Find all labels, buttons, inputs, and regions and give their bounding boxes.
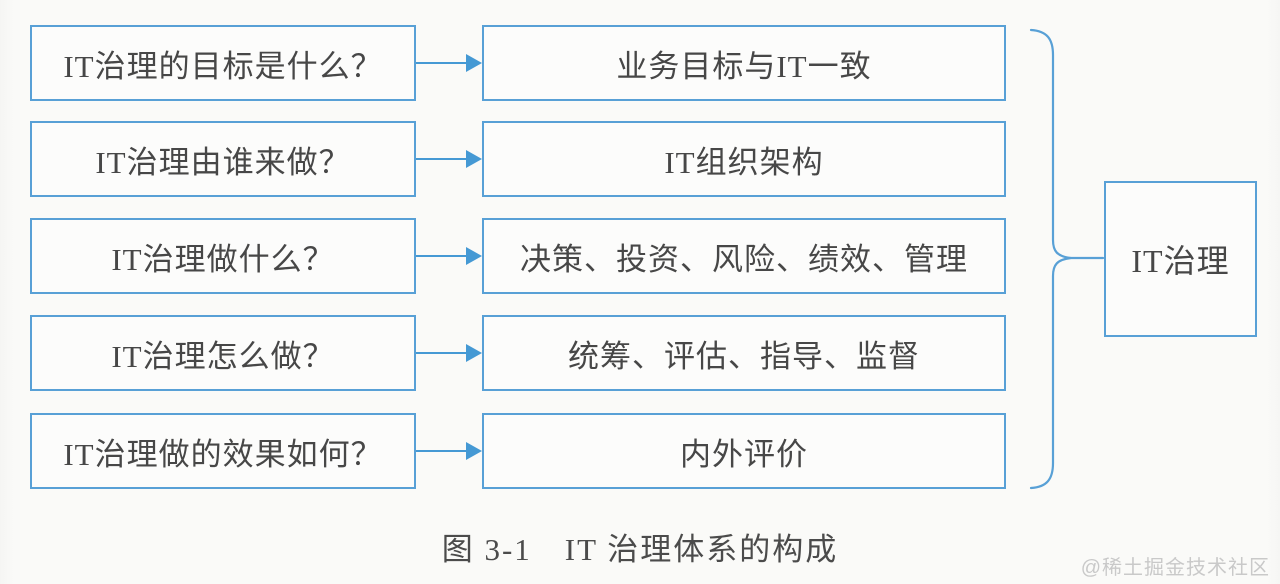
question-label: IT治理由谁来做？ [95, 144, 351, 180]
arrow-head-icon [466, 247, 482, 265]
question-label: IT治理的目标是什么？ [63, 48, 383, 84]
answer-label: 决策、投资、风险、绩效、管理 [520, 241, 968, 277]
question-box-what: IT治理做什么？ [30, 218, 416, 294]
question-box-goal: IT治理的目标是什么？ [30, 25, 416, 101]
arrow-head-icon [466, 150, 482, 168]
answer-box-goal: 业务目标与IT一致 [482, 25, 1006, 101]
answer-box-how: 统筹、评估、指导、监督 [482, 315, 1006, 391]
flow-arrow [416, 442, 482, 460]
answer-box-who: IT组织架构 [482, 121, 1006, 197]
answer-label: 内外评价 [680, 436, 808, 472]
answer-box-effect: 内外评价 [482, 413, 1006, 489]
arrow-shaft [416, 61, 469, 65]
answer-label: 统筹、评估、指导、监督 [568, 338, 920, 374]
arrow-head-icon [466, 442, 482, 460]
flow-arrow [416, 344, 482, 362]
question-box-who: IT治理由谁来做？ [30, 121, 416, 197]
arrow-head-icon [466, 344, 482, 362]
question-label: IT治理做什么？ [111, 241, 335, 277]
arrow-shaft [416, 157, 469, 161]
arrow-shaft [416, 449, 469, 453]
question-label: IT治理做的效果如何？ [63, 436, 383, 472]
flow-arrow [416, 150, 482, 168]
result-box-it-governance: IT治理 [1104, 181, 1257, 337]
figure-caption: 图 3-1 IT 治理体系的构成 [441, 532, 839, 567]
question-box-how: IT治理怎么做？ [30, 315, 416, 391]
answer-label: 业务目标与IT一致 [616, 48, 872, 84]
arrow-shaft [416, 254, 469, 258]
answer-label: IT组织架构 [664, 144, 824, 180]
flow-arrow [416, 54, 482, 72]
question-label: IT治理怎么做？ [111, 338, 335, 374]
answer-box-what: 决策、投资、风险、绩效、管理 [482, 218, 1006, 294]
flow-arrow [416, 247, 482, 265]
result-label: IT治理 [1131, 243, 1230, 279]
watermark: @稀土掘金技术社区 [1080, 557, 1270, 579]
arrow-shaft [416, 351, 469, 355]
question-box-effect: IT治理做的效果如何？ [30, 413, 416, 489]
arrow-head-icon [466, 54, 482, 72]
